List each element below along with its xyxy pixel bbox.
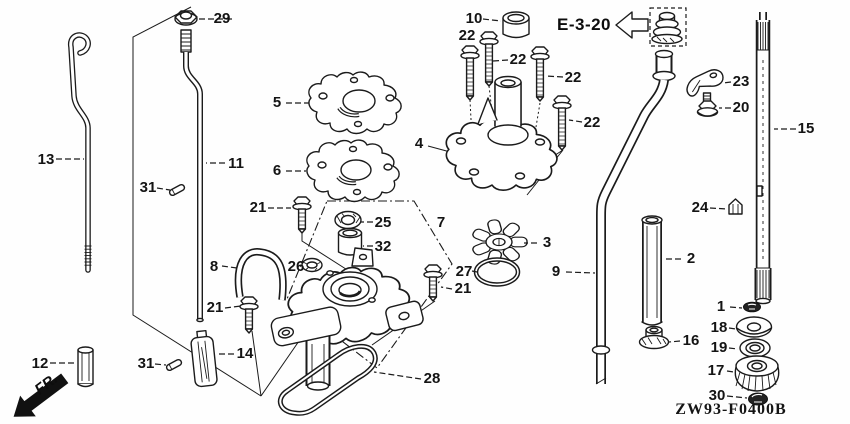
part-18-washer — [735, 316, 773, 338]
callout-14: 14 — [237, 345, 254, 362]
pump-base-assembly — [270, 247, 424, 391]
diagram-code: ZW93-F0400B — [675, 401, 786, 418]
part-13-shift-rod — [67, 32, 92, 273]
part-14-sleeve — [190, 329, 218, 388]
part-8-u-clamp — [234, 248, 287, 301]
part-22-bolt-d — [552, 95, 572, 151]
callout-31b: 31 — [138, 355, 155, 372]
callout-25: 25 — [375, 214, 392, 231]
callout-2: 2 — [687, 250, 695, 267]
front-direction-arrow-icon — [13, 373, 69, 417]
reference-grommet-thumbnail — [651, 11, 683, 45]
callout-32: 32 — [375, 238, 392, 255]
callout-11: 11 — [228, 155, 244, 172]
callout-23: 23 — [733, 73, 750, 90]
callout-12: 12 — [32, 355, 49, 372]
part-21-bolt-b — [239, 296, 259, 334]
callout-31a: 31 — [140, 179, 157, 196]
reference-arrow-icon — [615, 11, 649, 39]
callout-29: 29 — [214, 10, 231, 27]
part-31-pin-a — [168, 183, 186, 197]
callout-22d: 22 — [584, 114, 601, 131]
callout-1: 1 — [717, 298, 725, 315]
callout-8: 8 — [210, 258, 218, 275]
callout-22b: 22 — [510, 51, 527, 68]
part-25-oil-seal — [334, 210, 362, 230]
callout-26: 26 — [288, 258, 305, 275]
callout-28: 28 — [424, 370, 441, 387]
part-21-bolt-c — [423, 264, 443, 302]
part-1-clip — [743, 301, 761, 313]
part-26-ring — [301, 257, 323, 273]
reference-block — [615, 7, 687, 47]
reference-part-box — [649, 7, 687, 47]
callout-27: 27 — [456, 263, 473, 280]
callout-16: 16 — [683, 332, 700, 349]
part-11-shift-rod — [180, 29, 204, 323]
callout-10: 10 — [466, 10, 483, 27]
reference-label: E-3-20 — [557, 15, 611, 34]
callout-3: 3 — [543, 234, 551, 251]
part-30-key — [748, 392, 768, 406]
callout-21c: 21 — [455, 280, 472, 297]
callout-6: 6 — [273, 162, 281, 179]
callout-4: 4 — [415, 135, 424, 152]
part-20-fitting-bolt — [696, 92, 719, 117]
callout-19: 19 — [711, 339, 728, 356]
callout-21b: 21 — [207, 299, 224, 316]
part-16-grommet — [638, 325, 670, 350]
callout-15: 15 — [798, 120, 815, 137]
callout-7: 7 — [437, 214, 445, 231]
part-12-spacer-tube — [77, 346, 94, 388]
callout-18: 18 — [711, 319, 728, 336]
callout-21a: 21 — [250, 199, 267, 216]
callout-leaders — [50, 18, 796, 399]
part-28-gasket — [277, 343, 378, 416]
part-10-cup — [502, 11, 530, 39]
part-19-washer — [739, 338, 771, 358]
part-6-gasket-plate — [306, 139, 400, 203]
part-4-pump-housing — [445, 75, 558, 192]
callout-22c: 22 — [565, 69, 582, 86]
callout-9: 9 — [552, 263, 560, 280]
callout-30: 30 — [709, 387, 726, 404]
callout-20: 20 — [733, 99, 750, 116]
part-15-drive-shaft — [754, 12, 772, 305]
part-21-bolt-a — [292, 196, 312, 234]
part-22-bolt-b — [479, 31, 499, 87]
part-22-bolt-a — [460, 45, 480, 101]
part-9-water-tube — [591, 49, 676, 385]
part-5-wear-plate — [308, 71, 402, 135]
part-17-pinion-gear — [734, 355, 780, 392]
part-22-bolt-c — [530, 46, 550, 102]
callout-labels: 29 13 11 31 31 12 14 8 21 21 21 5 6 25 3… — [32, 10, 815, 404]
part-23-fork-clamp — [686, 69, 724, 97]
callout-17: 17 — [708, 362, 725, 379]
callout-24: 24 — [692, 199, 709, 216]
part-2-tube — [641, 215, 663, 326]
callout-22a: 22 — [459, 27, 476, 44]
part-29-nut — [174, 10, 198, 26]
part-31-pin-b — [165, 358, 183, 372]
callout-5: 5 — [273, 94, 281, 111]
callout-13: 13 — [38, 151, 55, 168]
part-24-key — [728, 198, 743, 215]
front-direction-marker: FR. — [13, 370, 69, 417]
